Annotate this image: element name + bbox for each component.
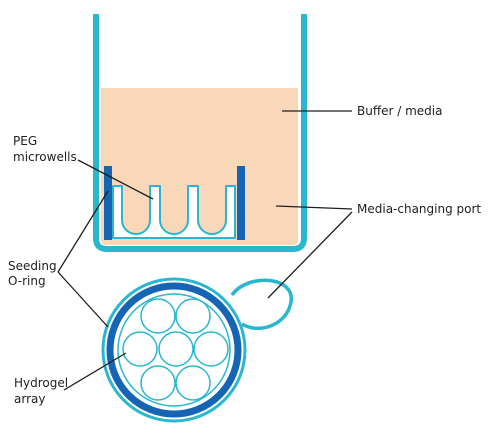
seeding-label-line2: O-ring — [8, 274, 46, 288]
media-port-label: Media-changing port — [357, 202, 481, 216]
oring-right-bar — [237, 166, 245, 240]
inner-ring — [117, 293, 231, 407]
peg-label-line2: microwells — [13, 150, 77, 164]
buffer-media-fill — [101, 88, 298, 245]
buffer-media-label: Buffer / media — [357, 104, 442, 118]
hydrogel-well-circle — [175, 365, 211, 401]
hydrogel-label-line2: array — [14, 392, 45, 406]
hydrogel-well-circle — [140, 365, 176, 401]
leader-oring-upper — [57, 190, 109, 273]
top-view — [101, 277, 293, 423]
hydrogel-well-circle — [122, 331, 158, 367]
peg-label-line1: PEG — [13, 134, 37, 148]
leader-oring-lower — [57, 271, 109, 328]
media-changing-port — [230, 278, 293, 330]
peg-microwells — [112, 185, 236, 239]
hydrogel-label-line1: Hydrogel — [14, 376, 68, 390]
hydrogel-well-circle — [158, 331, 194, 367]
leader-port-bottom — [267, 211, 353, 299]
hydrogel-well-circle — [140, 298, 176, 334]
leader-lines — [57, 110, 353, 391]
side-view — [93, 14, 307, 252]
leader-hydrogel — [63, 352, 127, 391]
leader-peg — [77, 159, 154, 200]
hydrogel-well-circle — [175, 298, 211, 334]
seeding-label-line1: Seeding — [8, 259, 57, 273]
oring-left-bar — [104, 166, 112, 240]
leader-port-top — [275, 205, 353, 210]
container-wall — [93, 14, 307, 252]
hydrogel-well-circle — [193, 331, 229, 367]
